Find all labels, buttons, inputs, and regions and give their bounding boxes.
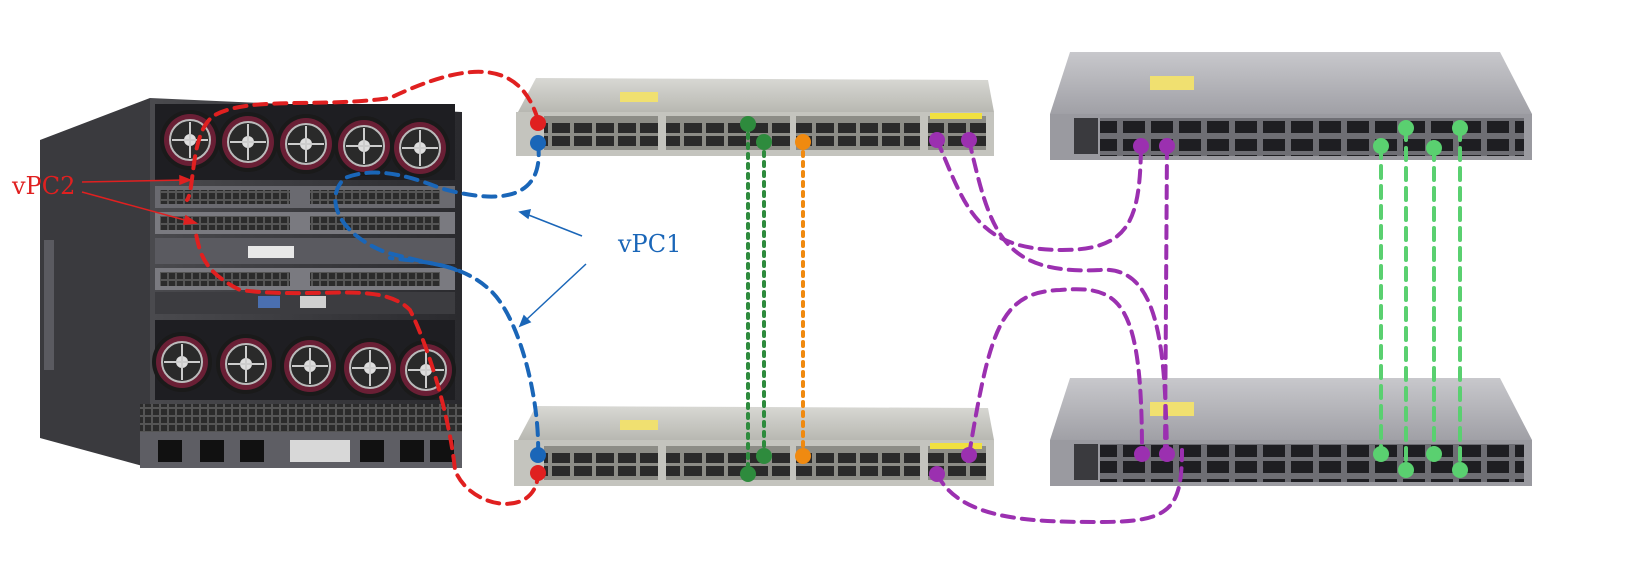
vpc1-links (333, 141, 541, 457)
vpc2-arrows (81, 174, 199, 225)
switch-bottom-right-icon (1050, 378, 1532, 486)
vpc1-label: vPC1 (618, 230, 682, 258)
switch-top-left-icon (516, 78, 994, 156)
port-endpoints (530, 115, 1468, 482)
vpc2-links (185, 69, 541, 506)
uplinks (935, 138, 1184, 525)
blade-chassis-icon (40, 98, 462, 468)
peer-links (746, 122, 766, 476)
fabric-links (1379, 126, 1462, 472)
switch-top-right-icon (1050, 52, 1532, 160)
vpc1-arrows (518, 209, 587, 328)
vpc2-label: vPC2 (12, 172, 76, 200)
